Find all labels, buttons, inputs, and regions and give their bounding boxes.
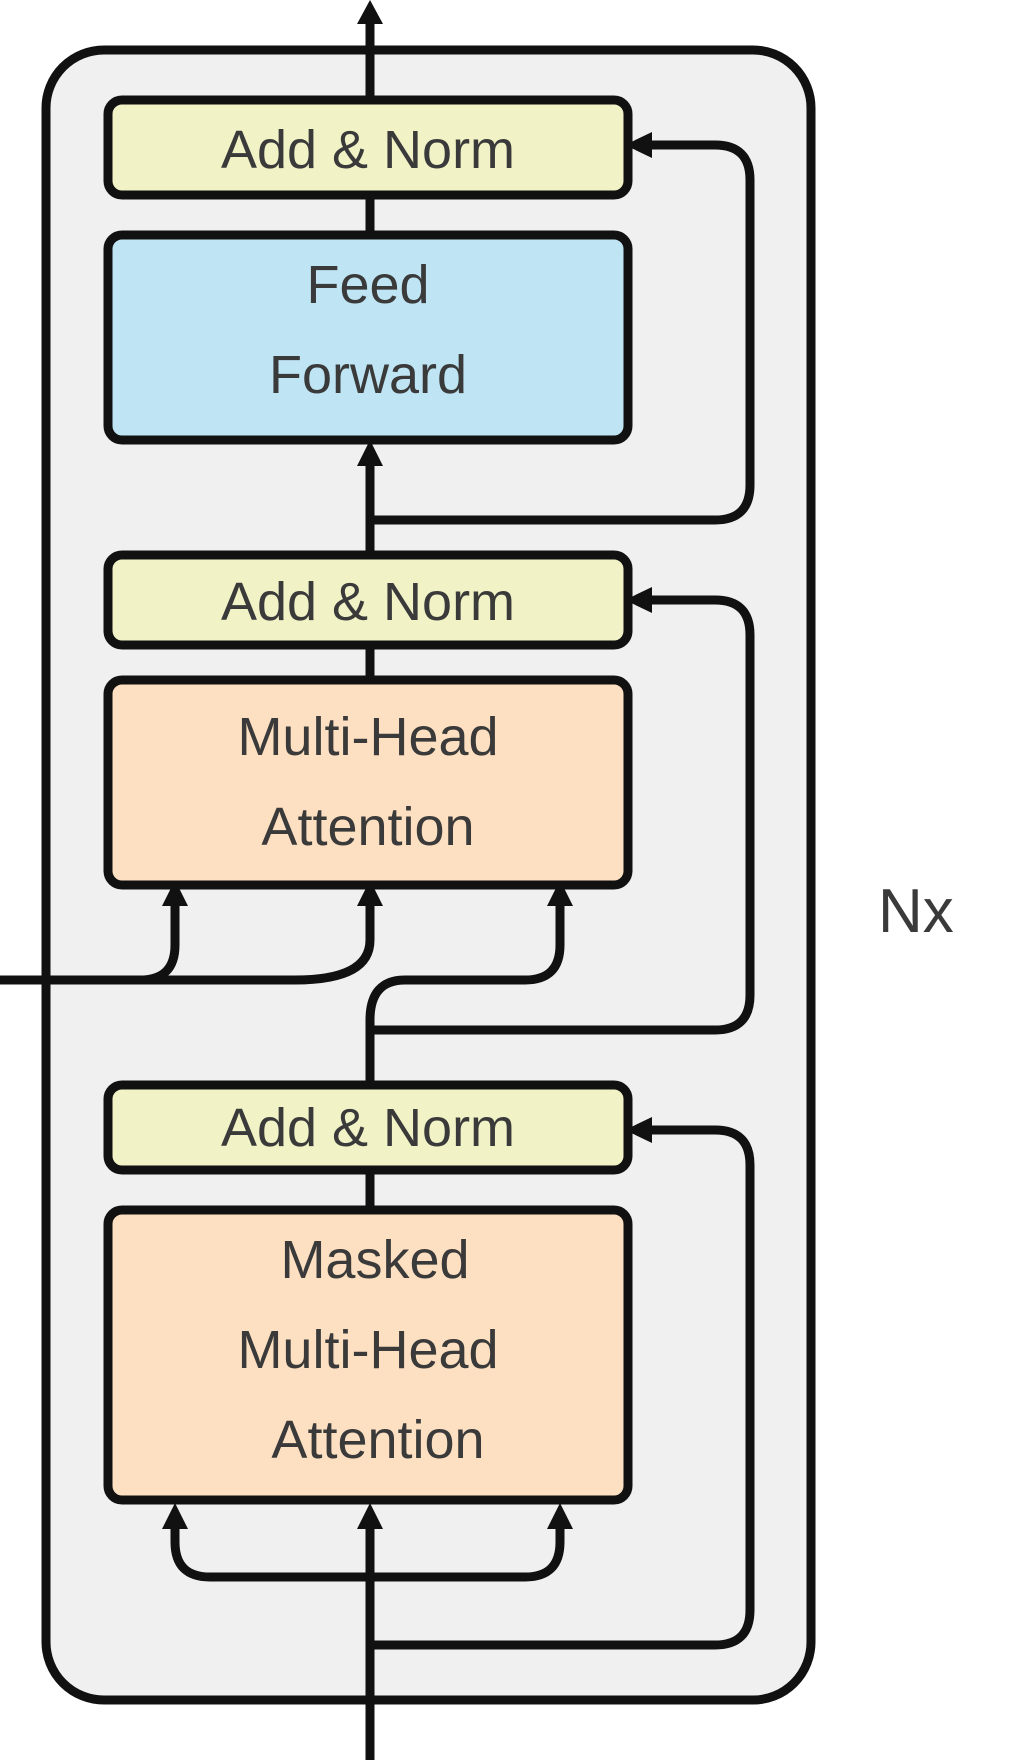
arrowhead-masked-left: [162, 1503, 188, 1529]
arrowhead-addnorm-top-residual: [625, 132, 652, 158]
addnorm-bottom-output: [365, 900, 565, 1090]
masked-multi-head-attention-block: Masked Multi-Head Attention: [103, 1205, 633, 1505]
residual-middle: [365, 595, 755, 1035]
add-norm-middle-label: Add & Norm: [221, 572, 515, 632]
residual-bottom: [365, 1125, 755, 1650]
arrowhead-attention-middle: [357, 880, 383, 906]
arrowhead-addnorm-bottom-residual: [625, 1117, 652, 1143]
arrowhead-output: [357, 0, 383, 24]
masked-attention-label-line-1: Masked: [280, 1230, 469, 1290]
connector-wires: [0, 13, 755, 1760]
multi-head-attention-label-line-1: Multi-Head: [237, 707, 498, 767]
feed-forward-block: Feed Forward: [103, 230, 633, 445]
feed-forward-box: [103, 230, 633, 445]
multi-head-attention-label-line-2: Attention: [261, 797, 474, 857]
feed-forward-label-line-2: Forward: [269, 345, 467, 405]
multi-head-attention-box: [103, 675, 633, 890]
arrowhead-addnorm-middle-residual: [625, 587, 652, 613]
masked-attention-label-line-2: Multi-Head: [237, 1320, 498, 1380]
encoder-input-line: [0, 900, 375, 985]
arrowheads: [162, 0, 652, 1529]
add-norm-top-label: Add & Norm: [221, 120, 515, 180]
masked-attention-branch-left: [170, 1523, 375, 1582]
arrowhead-masked-middle: [357, 1503, 383, 1529]
masked-multi-head-attention-box: [103, 1205, 633, 1505]
encoder-input-branch-left: [135, 900, 180, 985]
arrowhead-feedforward-input: [357, 440, 383, 466]
add-norm-top-box: [103, 95, 633, 200]
repeat-count-label: Nx: [878, 877, 954, 946]
arrowhead-attention-left: [162, 880, 188, 906]
masked-attention-label-line-3: Attention: [271, 1410, 484, 1470]
arrowhead-masked-right: [547, 1503, 573, 1529]
add-norm-top-block: Add & Norm: [103, 95, 633, 200]
multi-head-attention-block: Multi-Head Attention: [103, 675, 633, 890]
add-norm-bottom-block: Add & Norm: [103, 1080, 633, 1175]
masked-attention-branch-right: [365, 1523, 565, 1582]
add-norm-bottom-box: [103, 1080, 633, 1175]
feed-forward-label-line-1: Feed: [306, 255, 429, 315]
add-norm-middle-box: [103, 550, 633, 650]
add-norm-middle-block: Add & Norm: [103, 550, 633, 650]
residual-top: [365, 140, 755, 525]
add-norm-bottom-label: Add & Norm: [221, 1098, 515, 1158]
arrowhead-attention-right: [547, 880, 573, 906]
